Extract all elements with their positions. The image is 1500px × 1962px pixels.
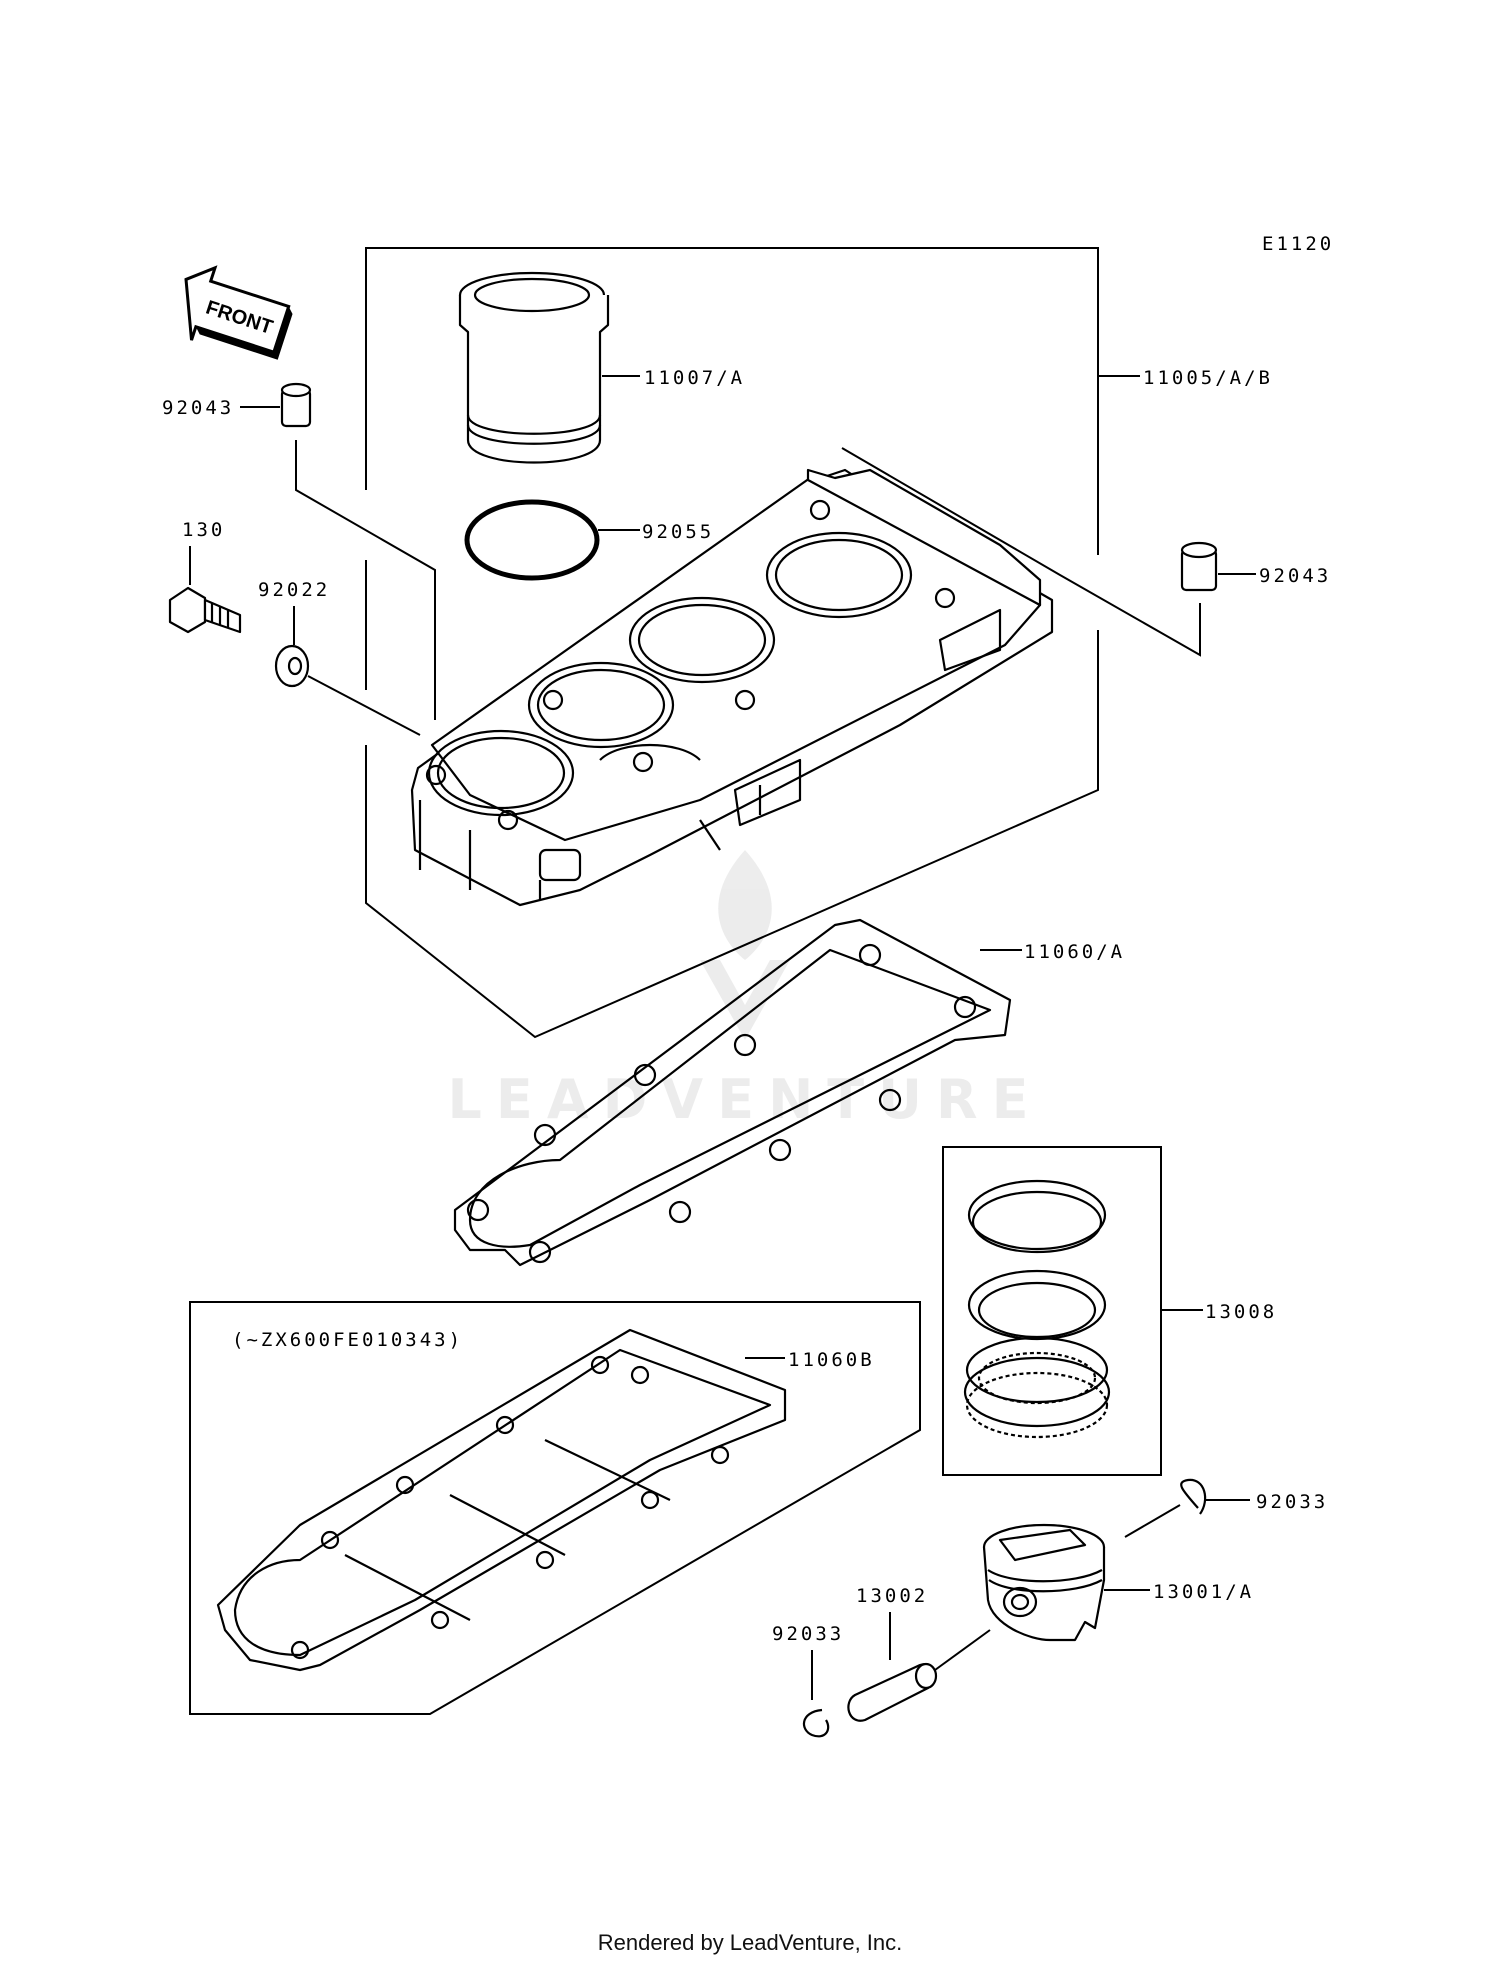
- cylinder-gasket-b: [216, 1328, 787, 1672]
- cylinder-gasket-a: [453, 918, 1012, 1267]
- watermark: LEADVENTURE: [448, 850, 1043, 1131]
- dowel-pin-right: [1180, 541, 1218, 592]
- callout-liner: 11007/A: [644, 367, 745, 389]
- cylinder-assy-frame: [365, 247, 1099, 1039]
- piston: [982, 1523, 1106, 1642]
- footer-credit: Rendered by LeadVenture, Inc.: [598, 1930, 903, 1955]
- callout-pin: 13002: [856, 1585, 928, 1607]
- cylinder-block: [410, 468, 1054, 907]
- callout-circlip-left: 92033: [772, 1623, 844, 1645]
- dowel-pin-left: [280, 382, 312, 428]
- gasket-b-frame: [189, 1301, 921, 1715]
- watermark-logo-icon: [700, 960, 790, 1040]
- front-arrow-icon: FRONT: [184, 265, 293, 360]
- washer: [274, 644, 310, 688]
- callout-piston: 13001/A: [1153, 1581, 1254, 1603]
- callout-gasket-b: 11060B: [788, 1349, 875, 1371]
- piston-ring-set: [963, 1179, 1111, 1439]
- callout-cylinder-assy: 11005/A/B: [1143, 367, 1273, 389]
- callout-ring-set: 13008: [1205, 1301, 1277, 1323]
- callout-circlip-right: 92033: [1256, 1491, 1328, 1513]
- cylinder-liner: [458, 271, 610, 464]
- circlip-left: [802, 1708, 830, 1738]
- serial-note: (~ZX600FE010343): [232, 1329, 463, 1351]
- callout-washer: 92022: [258, 579, 330, 601]
- o-ring: [464, 499, 600, 581]
- watermark-text: LEADVENTURE: [448, 1068, 1043, 1131]
- circlip-right: [1180, 1478, 1207, 1515]
- piston-pin: [847, 1662, 938, 1722]
- callout-oring: 92055: [642, 521, 714, 543]
- callout-gasket-a: 11060/A: [1024, 941, 1125, 963]
- bolt: [168, 586, 242, 634]
- callout-bolt: 130: [182, 519, 225, 541]
- callout-dowel-left: 92043: [162, 397, 234, 419]
- diagram-code: E1120: [1262, 233, 1334, 255]
- watermark-flame-icon: [718, 850, 772, 960]
- callout-dowel-right: 92043: [1259, 565, 1331, 587]
